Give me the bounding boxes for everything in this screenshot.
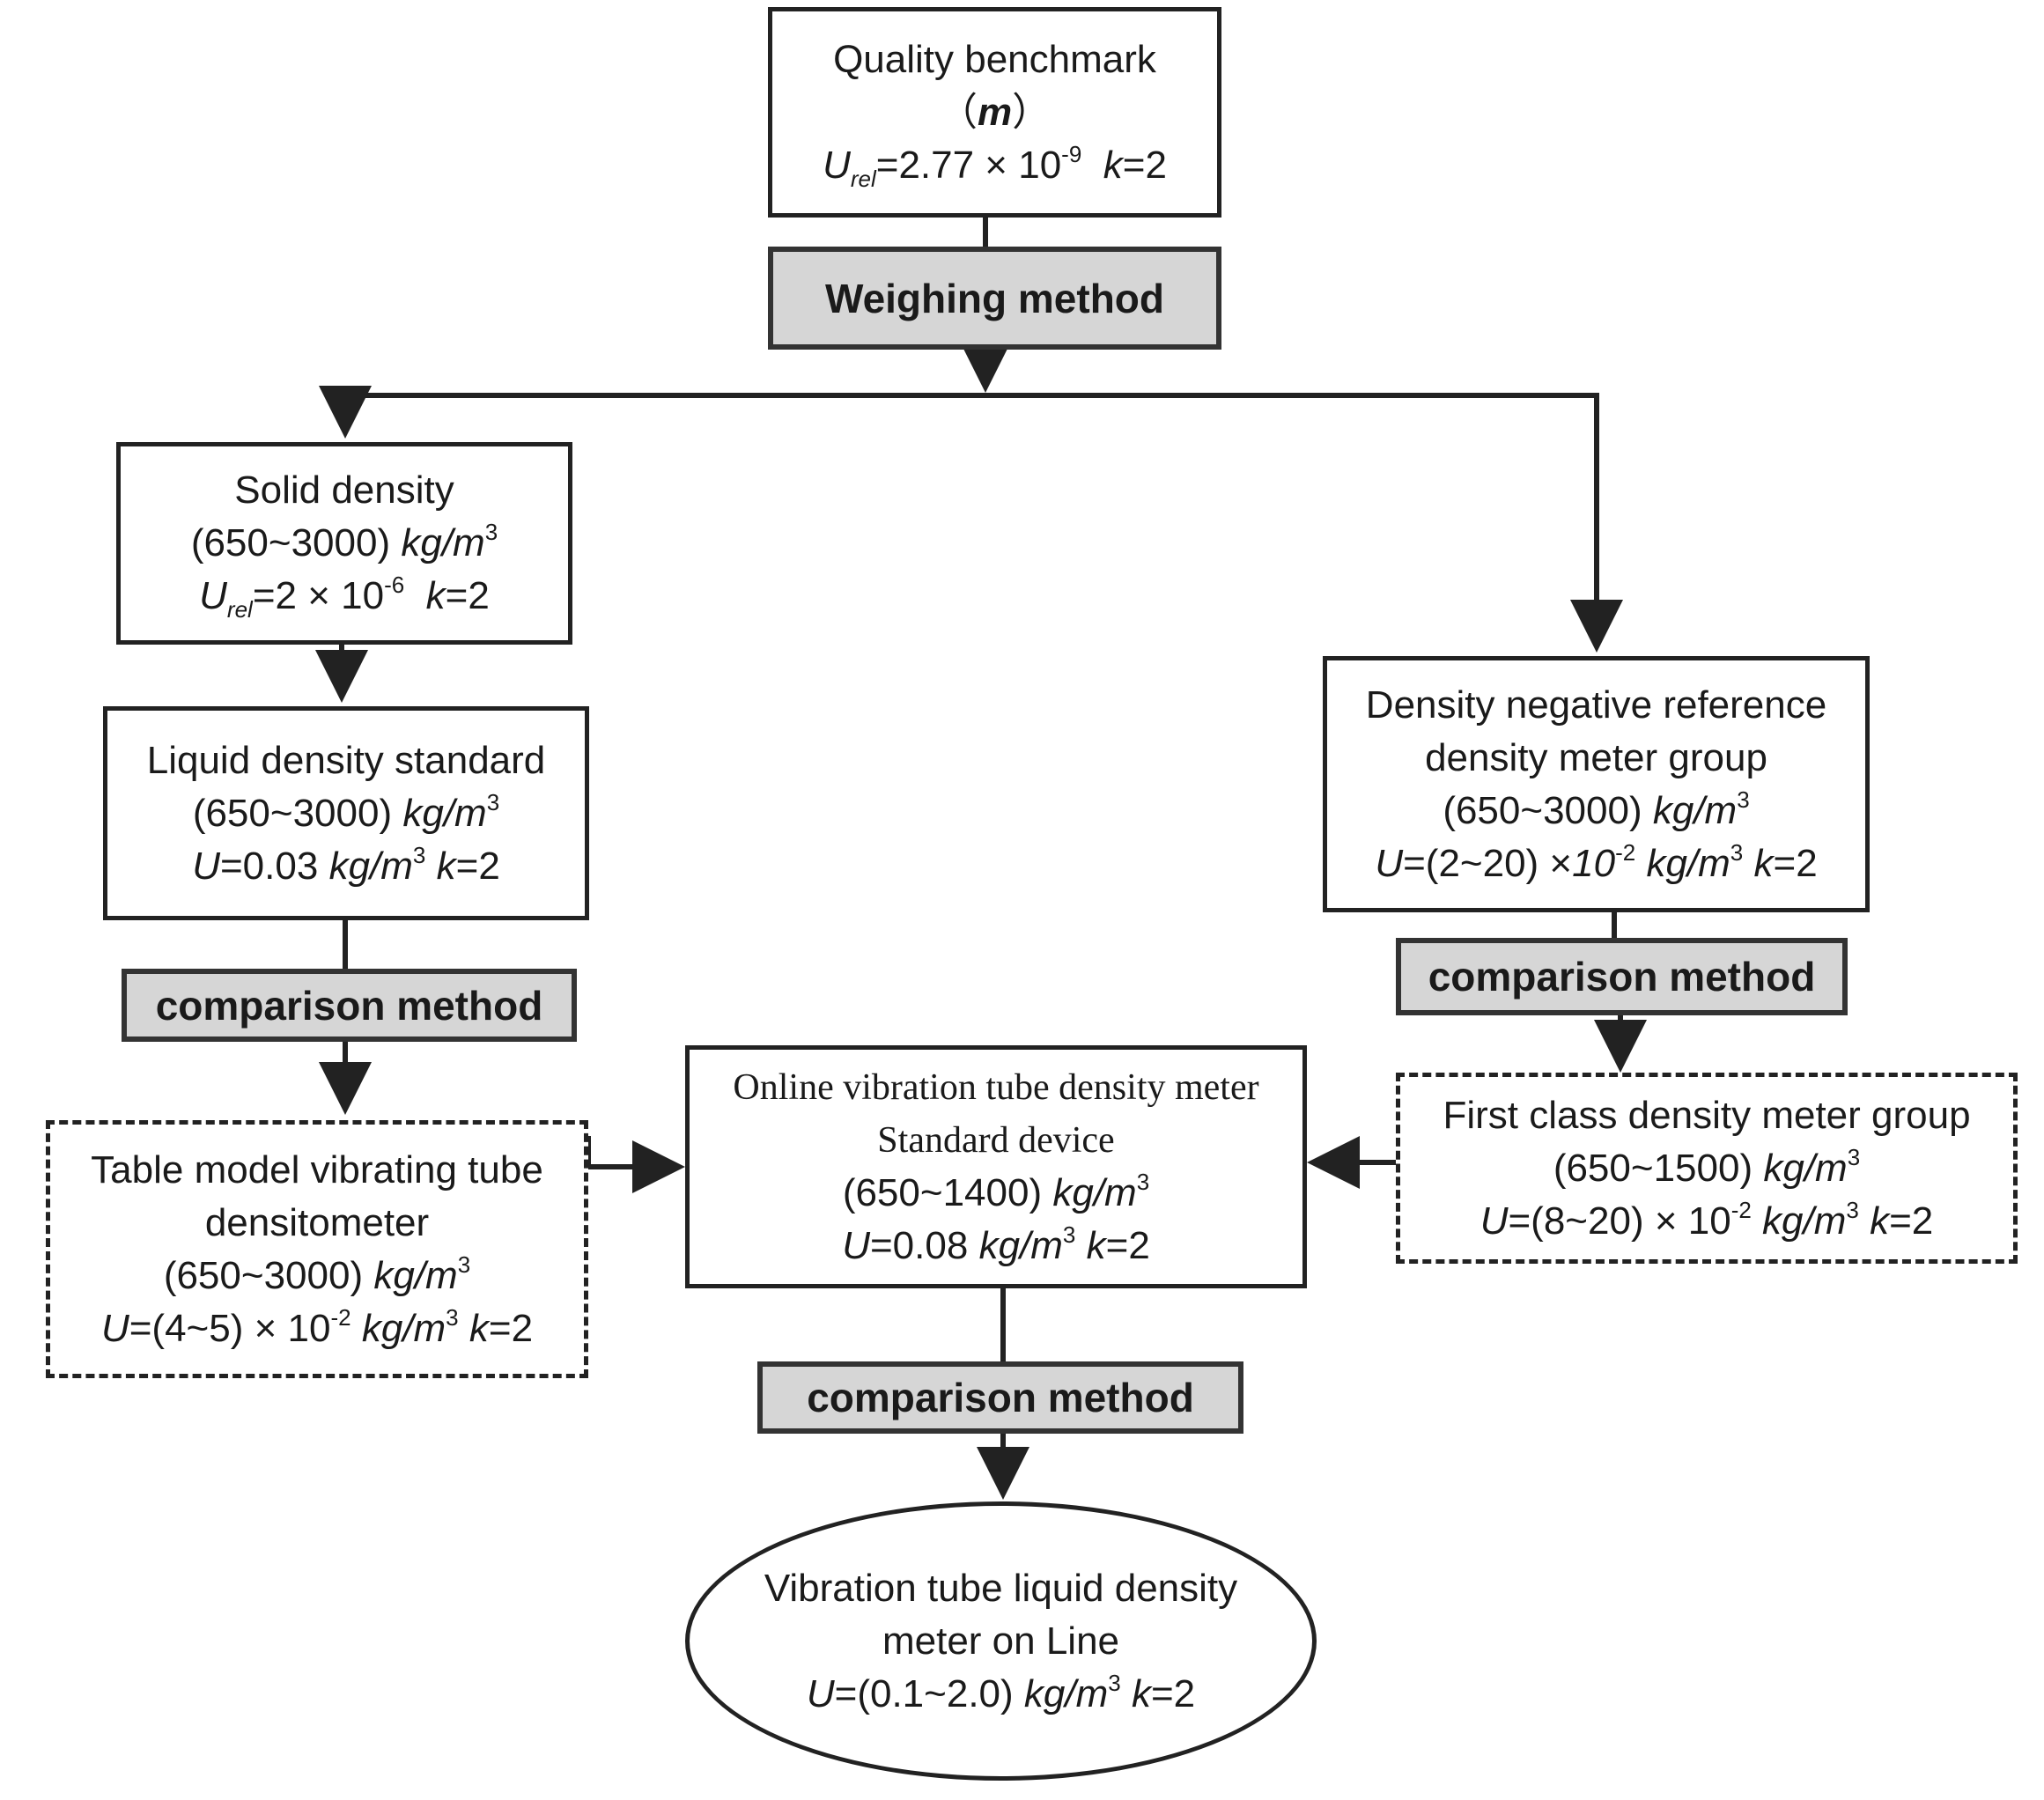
- density-reference-group-box: Density negative reference density meter…: [1323, 656, 1870, 912]
- liquid-density-standard-range: (650~3000) kg/m3: [192, 788, 500, 835]
- online-meter-title-line2: meter on Line: [882, 1619, 1120, 1663]
- arrow-split-to-solid: [319, 386, 985, 439]
- comparison-method-left: comparison method: [122, 969, 577, 1042]
- quality-benchmark-title: Quality benchmark: [833, 37, 1156, 81]
- first-class-uncertainty: U=(8~20) × 10-2 kg/m3 k=2: [1480, 1196, 1934, 1243]
- density-reference-title-line1: Density negative reference: [1365, 682, 1827, 727]
- solid-density-range: (650~3000) kg/m3: [190, 519, 498, 564]
- table-model-uncertainty: U=(4~5) × 10-2 kg/m3 k=2: [100, 1303, 534, 1350]
- quality-benchmark-box: Quality benchmark （m） Urel=2.77 × 10-9 k…: [768, 7, 1221, 218]
- comparison-method-right: comparison method: [1396, 938, 1848, 1015]
- quality-benchmark-uncertainty: Urel=2.77 × 10-9 k=2: [823, 140, 1167, 192]
- online-density-meter-ellipse: Vibration tube liquid density meter on L…: [685, 1501, 1317, 1781]
- liquid-density-standard-title: Liquid density standard: [146, 738, 546, 782]
- solid-density-title: Solid density: [234, 468, 454, 512]
- online-standard-range: (650~1400) kg/m3: [842, 1169, 1150, 1214]
- first-class-group-box: First class density meter group (650~150…: [1396, 1073, 2018, 1264]
- density-reference-range: (650~3000) kg/m3: [1443, 786, 1750, 832]
- comparison-method-middle: comparison method: [757, 1361, 1243, 1434]
- quality-benchmark-symbol-row: （m）: [938, 90, 1052, 134]
- online-standard-title-line1: Online vibration tube density meter: [733, 1067, 1259, 1108]
- online-standard-uncertainty: U=0.08 kg/m3 k=2: [842, 1221, 1150, 1267]
- first-class-range: (650~1500) kg/m3: [1553, 1143, 1861, 1190]
- liquid-density-standard-uncertainty: U=0.03 kg/m3 k=2: [192, 841, 500, 888]
- solid-density-box: Solid density (650~3000) kg/m3 Urel=2 × …: [116, 442, 572, 645]
- arrow-table-model-to-online-std: [586, 1136, 685, 1193]
- online-standard-title-line2: Standard device: [877, 1120, 1115, 1161]
- online-standard-device-box: Online vibration tube density meter Stan…: [685, 1045, 1307, 1288]
- online-meter-title-line1: Vibration tube liquid density: [764, 1566, 1238, 1610]
- table-model-title-line2: densitometer: [204, 1200, 430, 1244]
- density-reference-uncertainty: U=(2~20) ×10-2 kg/m3 k=2: [1375, 838, 1818, 885]
- quality-benchmark-symbol: m: [977, 90, 1013, 134]
- online-meter-uncertainty: U=(0.1~2.0) kg/m3 k=2: [806, 1669, 1196, 1715]
- first-class-title: First class density meter group: [1443, 1093, 1971, 1137]
- table-model-densitometer-box: Table model vibrating tube densitometer …: [46, 1120, 588, 1378]
- liquid-density-standard-box: Liquid density standard (650~3000) kg/m3…: [103, 706, 589, 920]
- solid-density-uncertainty: Urel=2 × 10-6 k=2: [199, 572, 490, 623]
- weighing-method-label: Weighing method: [768, 247, 1221, 350]
- table-model-title-line1: Table model vibrating tube: [91, 1147, 543, 1191]
- density-reference-title-line2: density meter group: [1425, 735, 1767, 779]
- table-model-range: (650~3000) kg/m3: [163, 1250, 471, 1297]
- arrow-split-to-density-ref: [985, 393, 1623, 653]
